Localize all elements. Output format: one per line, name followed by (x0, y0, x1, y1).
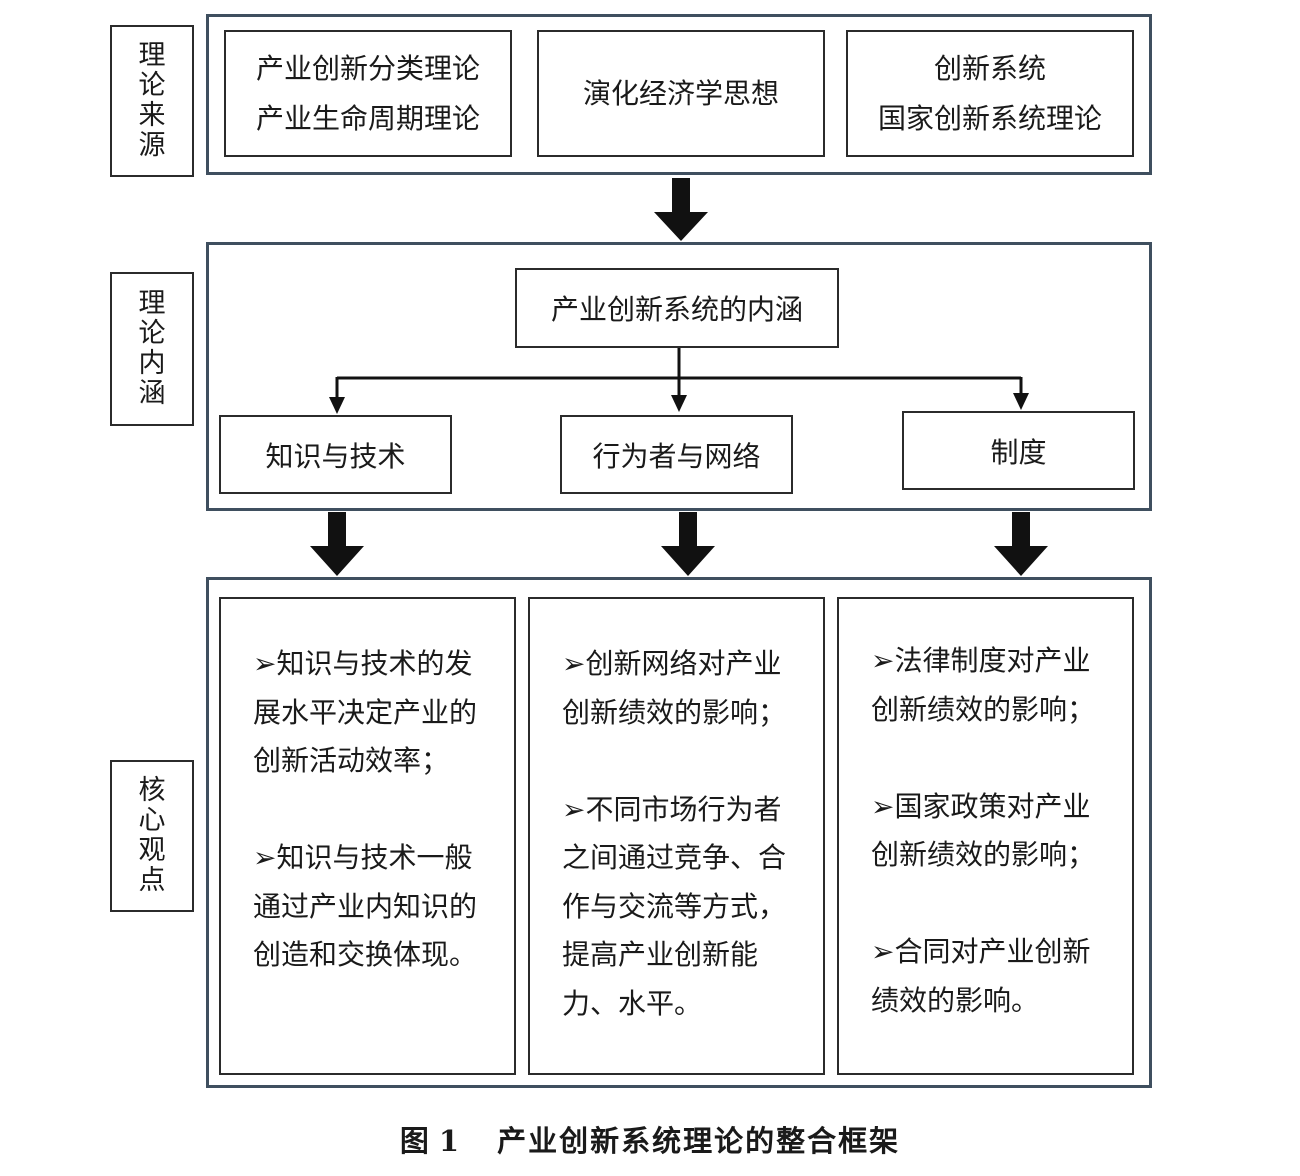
thick-arrow-source-to-connotation (654, 178, 708, 241)
core-column-3-point-2: ➢国家政策对产业创新绩效的影响； (871, 789, 1096, 872)
source-box-1: 产业创新分类理论 产业生命周期理论 (224, 30, 512, 157)
source-box-1-line-2: 产业生命周期理论 (255, 101, 480, 135)
connotation-child-3-text: 制度 (990, 435, 1047, 469)
thick-arrow-actors (661, 512, 715, 576)
core-column-3-point-3: ➢合同对产业创新绩效的影响。 (871, 935, 1091, 1017)
core-column-3-point-1: ➢法律制度对产业创新绩效的影响； (871, 644, 1096, 726)
label-theory-connotation-text: 理论内涵 (138, 288, 166, 409)
core-column-2-point-2: ➢不同市场行为者之间通过竞争、合作与交流等方式，提高产业创新能力、水平。 (562, 792, 787, 1020)
connector-arrowhead-middle (671, 395, 687, 412)
label-core-views: 核心观点 (110, 760, 194, 912)
core-column-1-point-2: ➢知识与技术一般通过产业内知识的创造和交换体现。 (253, 841, 478, 971)
source-box-3: 创新系统 国家创新系统理论 (846, 30, 1134, 157)
connotation-child-1: 知识与技术 (219, 415, 452, 494)
source-box-2-line-1: 演化经济学思想 (582, 76, 779, 110)
figure-caption-title: 产业创新系统理论的整合框架 (497, 1124, 901, 1158)
source-box-3-line-1: 创新系统 (933, 51, 1046, 85)
connotation-child-1-text: 知识与技术 (265, 439, 406, 473)
connector-arrowhead-right (1013, 393, 1029, 410)
source-box-1-line-1: 产业创新分类理论 (255, 51, 480, 85)
connotation-top-box: 产业创新系统的内涵 (515, 268, 839, 348)
figure-caption-number: 1 (438, 1124, 462, 1158)
source-box-2: 演化经济学思想 (537, 30, 825, 157)
connotation-top-text: 产业创新系统的内涵 (550, 293, 803, 326)
core-column-1: ➢知识与技术的发展水平决定产业的创新活动效率； ➢知识与技术一般通过产业内知识的… (219, 597, 516, 1075)
label-core-views-text: 核心观点 (138, 775, 166, 896)
core-column-1-point-1: ➢知识与技术的发展水平决定产业的创新活动效率； (253, 647, 478, 777)
core-column-2: ➢创新网络对产业创新绩效的影响； ➢不同市场行为者之间通过竞争、合作与交流等方式… (528, 597, 825, 1075)
connotation-child-2-text: 行为者与网络 (592, 439, 761, 473)
label-theory-source-text: 理论来源 (138, 40, 166, 161)
connotation-child-2: 行为者与网络 (560, 415, 793, 494)
label-theory-connotation: 理论内涵 (110, 272, 194, 426)
thick-arrow-institutions (994, 512, 1048, 576)
thick-arrow-knowledge (310, 512, 364, 576)
connotation-child-3: 制度 (902, 411, 1135, 490)
core-column-3: ➢法律制度对产业创新绩效的影响； ➢国家政策对产业创新绩效的影响； ➢合同对产业… (837, 597, 1134, 1075)
core-column-2-point-1: ➢创新网络对产业创新绩效的影响； (562, 647, 787, 729)
label-theory-source: 理论来源 (110, 25, 194, 177)
connector-arrowhead-left (329, 397, 345, 414)
figure-caption-prefix: 图 (399, 1124, 431, 1158)
source-box-3-line-2: 国家创新系统理论 (877, 101, 1102, 135)
